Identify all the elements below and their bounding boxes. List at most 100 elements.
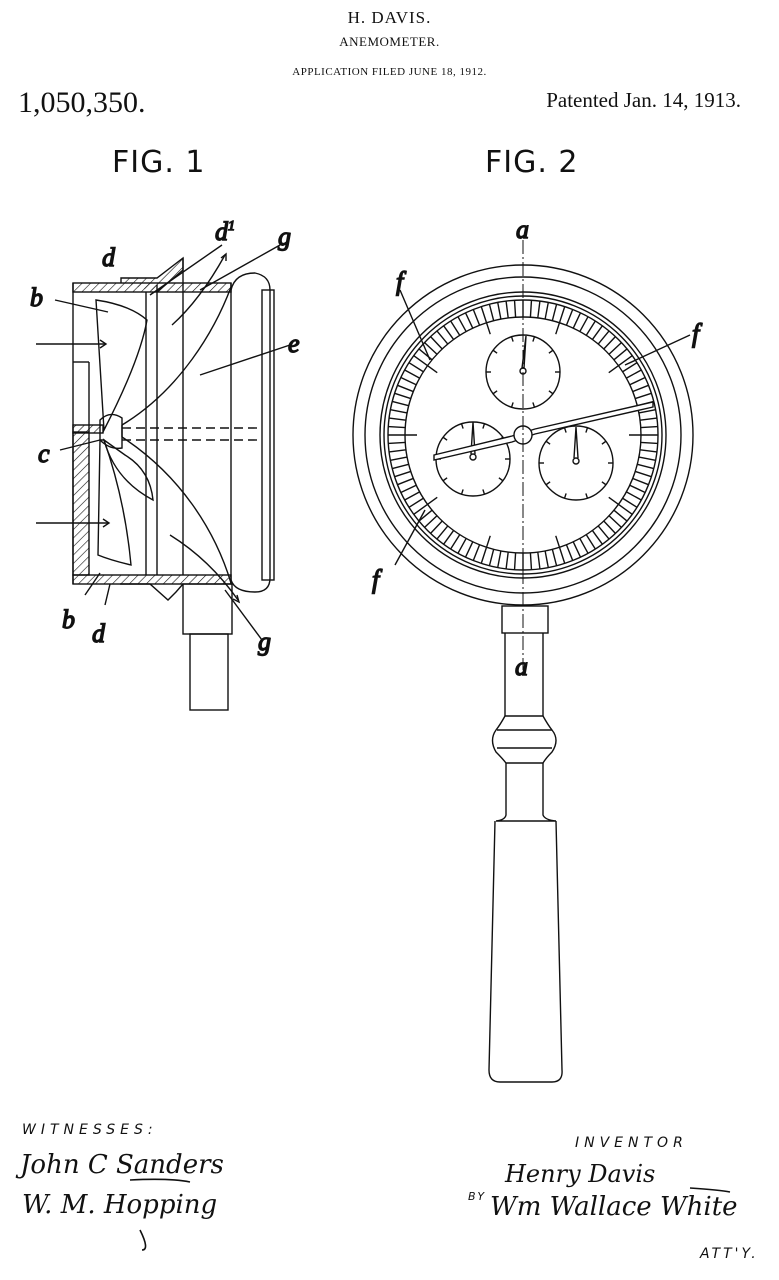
subdial-tick: [442, 477, 448, 482]
dial-tick: [408, 362, 424, 373]
ref-f-bottom: f: [372, 565, 383, 594]
dial-tick: [404, 491, 420, 501]
dial-tick: [597, 525, 610, 540]
dial-tick: [418, 509, 433, 522]
inventor-label: INVENTOR: [575, 1135, 688, 1151]
figure-1-reference-letters: d d1 g b e c b d g: [29, 216, 300, 656]
inventor-signature: Henry Davis: [505, 1160, 656, 1188]
dial-tick: [622, 497, 638, 508]
dial-tick: [464, 312, 474, 329]
dial-tick: [480, 306, 491, 335]
dial-tick: [497, 302, 502, 320]
dial-tick: [408, 497, 424, 508]
dial-tick: [413, 496, 438, 515]
dial-tick: [603, 520, 616, 534]
dial-tick: [457, 538, 467, 554]
dial-tick: [390, 409, 408, 414]
dial-tick: [608, 515, 622, 528]
dial-tick: [457, 316, 467, 332]
dial-tick: [551, 304, 558, 321]
figure-1-label: FIG. 1: [112, 145, 206, 180]
subdial-tick: [545, 440, 551, 445]
subdial-tick: [548, 349, 554, 354]
dial-tick: [392, 400, 409, 407]
subdial-tick: [510, 336, 514, 342]
dial-tick: [537, 300, 541, 319]
by-label: BY: [468, 1190, 487, 1203]
dial-tick: [443, 530, 455, 545]
dial-tick: [529, 300, 533, 318]
dial-tick: [555, 535, 566, 564]
dial-tick: [513, 552, 517, 570]
dial-tick: [400, 376, 417, 386]
dial-tick: [629, 376, 646, 386]
ref-f-right: f: [692, 319, 703, 348]
subdial-tick: [532, 336, 536, 342]
ref-c: c: [38, 439, 50, 468]
subdial-tick: [601, 481, 607, 486]
dial-tick: [390, 456, 408, 461]
dial-tick: [638, 409, 656, 414]
dial-tick: [603, 336, 616, 350]
dial-tick: [413, 355, 438, 374]
dial-tick: [629, 484, 646, 494]
dial-tick: [505, 300, 509, 319]
attorney-label: ATT'Y.: [700, 1246, 759, 1262]
dial-tick: [632, 384, 649, 393]
dial-tick: [513, 300, 517, 318]
dial-tick: [579, 538, 589, 554]
dial-tick: [443, 325, 455, 340]
dial-tick: [450, 320, 461, 336]
subdial-tick: [482, 423, 486, 429]
dial-tick: [639, 417, 658, 421]
ref-f-left: f: [396, 267, 407, 296]
dial-tick: [436, 330, 449, 345]
dial-tick: [537, 551, 541, 570]
dial-tick: [404, 369, 420, 379]
dial-tick: [622, 362, 638, 373]
dial-tick: [450, 534, 461, 550]
dial-tick: [436, 525, 449, 540]
dial-tick: [388, 417, 407, 421]
subdial-tick: [563, 493, 567, 499]
patent-title: ANEMOMETER.: [339, 34, 440, 49]
ref-d-top: d: [102, 243, 116, 272]
subdial-tick: [460, 489, 464, 495]
dial-tick: [626, 491, 642, 501]
dial-tick: [472, 309, 481, 326]
dial-tick: [565, 309, 574, 326]
dial-tick: [608, 496, 633, 515]
dial-tick: [464, 541, 474, 558]
dial-tick: [418, 348, 433, 361]
dial-tick: [505, 551, 509, 570]
figure-2-label: FIG. 2: [485, 145, 579, 180]
dial-tick: [635, 470, 652, 478]
subdial-tick: [585, 493, 589, 499]
dial-tick: [480, 535, 491, 564]
ref-a-bottom: a: [515, 652, 528, 681]
dial-tick: [424, 342, 438, 355]
ref-g-top: g: [278, 222, 291, 251]
subdial-tick: [460, 423, 464, 429]
application-filed: APPLICATION FILED JUNE 18, 1912.: [292, 66, 487, 78]
dial-tick: [424, 515, 438, 528]
subdial-tick: [492, 349, 498, 354]
dial-tick: [597, 330, 610, 345]
dial-tick: [640, 441, 658, 445]
ref-b-bottom: b: [62, 605, 75, 634]
dial-tick: [640, 425, 658, 429]
ref-a-top: a: [516, 215, 529, 244]
dial-tick: [579, 316, 589, 332]
dial-tick: [638, 456, 656, 461]
dial-tick: [430, 520, 443, 534]
dial-tick: [565, 544, 574, 561]
dial-tick: [626, 369, 642, 379]
ref-e: e: [288, 329, 300, 358]
dial-tick: [388, 441, 406, 445]
subdial-tick: [563, 427, 567, 433]
dial-tick: [635, 392, 652, 400]
figure-1-side-section: [36, 244, 291, 711]
dial-tick: [497, 550, 502, 568]
dial-tick: [585, 534, 596, 550]
dial-tick: [613, 348, 628, 361]
